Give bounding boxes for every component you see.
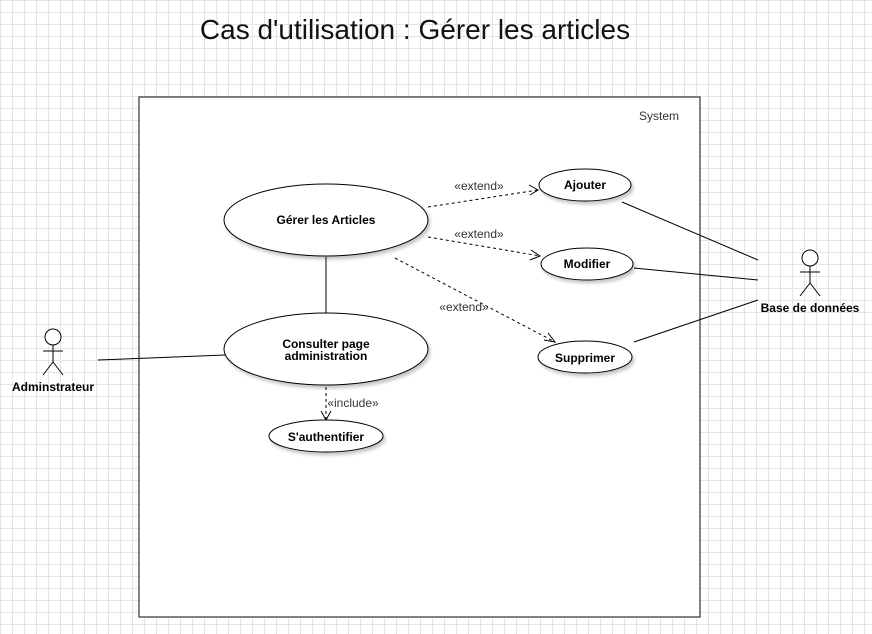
actor-admin-label: Adminstrateur <box>12 380 94 394</box>
use-case-supprimer-label: Supprimer <box>555 351 615 365</box>
extend-label-modifier: «extend» <box>454 227 504 241</box>
use-case-ajouter[interactable]: Ajouter <box>538 168 632 202</box>
system-label: System <box>639 109 679 123</box>
extend-label-ajouter: «extend» <box>454 179 504 193</box>
use-case-authentifier[interactable]: S'authentifier <box>268 419 384 453</box>
include-label: «include» <box>327 396 379 410</box>
actor-admin[interactable]: Adminstrateur <box>12 328 94 394</box>
use-case-gerer-articles-label: Gérer les Articles <box>277 213 376 227</box>
use-case-modifier-label: Modifier <box>564 257 611 271</box>
extend-label-supprimer: «extend» <box>439 300 489 314</box>
use-case-ajouter-label: Ajouter <box>564 178 606 192</box>
use-case-gerer-articles[interactable]: Gérer les Articles <box>223 183 429 257</box>
actor-database[interactable]: Base de données <box>761 249 860 315</box>
association-modifier-database[interactable] <box>633 267 759 281</box>
association-ajouter-database[interactable] <box>621 201 759 261</box>
extend-arrow-supprimer[interactable] <box>394 257 557 343</box>
actor-database-label: Base de données <box>761 301 860 315</box>
use-case-consulter-label-line2: administration <box>285 349 368 363</box>
extend-arrow-modifier[interactable] <box>427 236 542 261</box>
association-supprimer-database[interactable] <box>633 299 759 343</box>
use-case-consulter-administration[interactable]: Consulter page administration <box>223 312 429 386</box>
use-case-supprimer[interactable]: Supprimer <box>537 340 633 374</box>
use-case-consulter-label-line1: Consulter page <box>282 337 370 351</box>
association-admin-consulter[interactable] <box>97 354 226 361</box>
extend-arrow-ajouter[interactable] <box>427 184 539 208</box>
use-case-authentifier-label: S'authentifier <box>288 430 365 444</box>
use-case-modifier[interactable]: Modifier <box>540 247 634 281</box>
actor-database-stick-figure-icon <box>799 249 821 297</box>
actor-admin-stick-figure-icon <box>42 328 64 376</box>
diagram-title: Cas d'utilisation : Gérer les articles <box>199 14 631 45</box>
